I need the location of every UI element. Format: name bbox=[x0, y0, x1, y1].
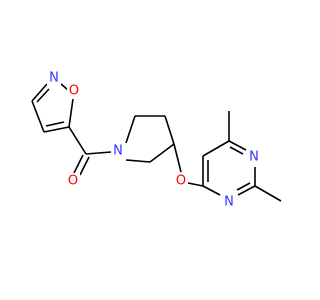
bond-n-o bbox=[60, 83, 69, 91]
bond-carbonyl-o-2 bbox=[79, 156, 90, 176]
pyrimidine-nitrogen-label-1: N bbox=[249, 150, 259, 165]
bond-carbonyl-n bbox=[85, 151, 112, 155]
bond-c2-n3-inner bbox=[236, 182, 251, 191]
bond-c4-c3 bbox=[31, 100, 45, 133]
bond-c5-c4 bbox=[43, 126, 70, 133]
bond-n-ca bbox=[125, 115, 136, 144]
bond-o-c5 bbox=[68, 98, 74, 128]
bond-cc-o bbox=[173, 143, 182, 173]
isoxazole-ring bbox=[31, 83, 74, 133]
atom-labels: N O O N O N N bbox=[47, 70, 261, 210]
ether-oxygen-label: O bbox=[176, 174, 186, 189]
bond-c2-n3 bbox=[237, 185, 256, 196]
structure-canvas: N O O N O N N bbox=[31, 70, 282, 210]
bond-cc-cd bbox=[149, 143, 175, 163]
bond-c6-n1-inner bbox=[229, 146, 244, 155]
ether-linker bbox=[173, 143, 204, 187]
pyrimidine-nitrogen-label-2: N bbox=[224, 195, 234, 210]
bond-n3-c4 bbox=[202, 185, 221, 196]
bond-c5-carbonyl bbox=[68, 126, 87, 155]
isoxazole-oxygen-label: O bbox=[69, 84, 79, 99]
bond-c6-n1 bbox=[228, 140, 247, 151]
bond-cd-n bbox=[125, 159, 151, 163]
pyrimidine-ring bbox=[202, 140, 256, 196]
molecule-drawing: N O O N O N N bbox=[31, 70, 282, 210]
bond-cb-cc bbox=[164, 115, 175, 145]
pyrrolidine-ring bbox=[125, 115, 175, 163]
bond-o-pyr bbox=[187, 182, 204, 187]
bond-c3-n-inner bbox=[36, 88, 50, 103]
methyl-groups bbox=[228, 111, 282, 202]
amide-linker bbox=[68, 126, 112, 176]
bond-c5-c6 bbox=[202, 140, 230, 157]
bond-c2-methyl bbox=[254, 185, 282, 202]
pyrrolidine-nitrogen-label: N bbox=[113, 144, 123, 159]
isoxazole-nitrogen-label: N bbox=[49, 71, 59, 86]
bond-c3-n bbox=[31, 83, 48, 102]
carbonyl-oxygen-label: O bbox=[68, 174, 78, 189]
bond-c5-c4-inner bbox=[45, 121, 65, 127]
bond-carbonyl-o bbox=[73, 154, 84, 174]
